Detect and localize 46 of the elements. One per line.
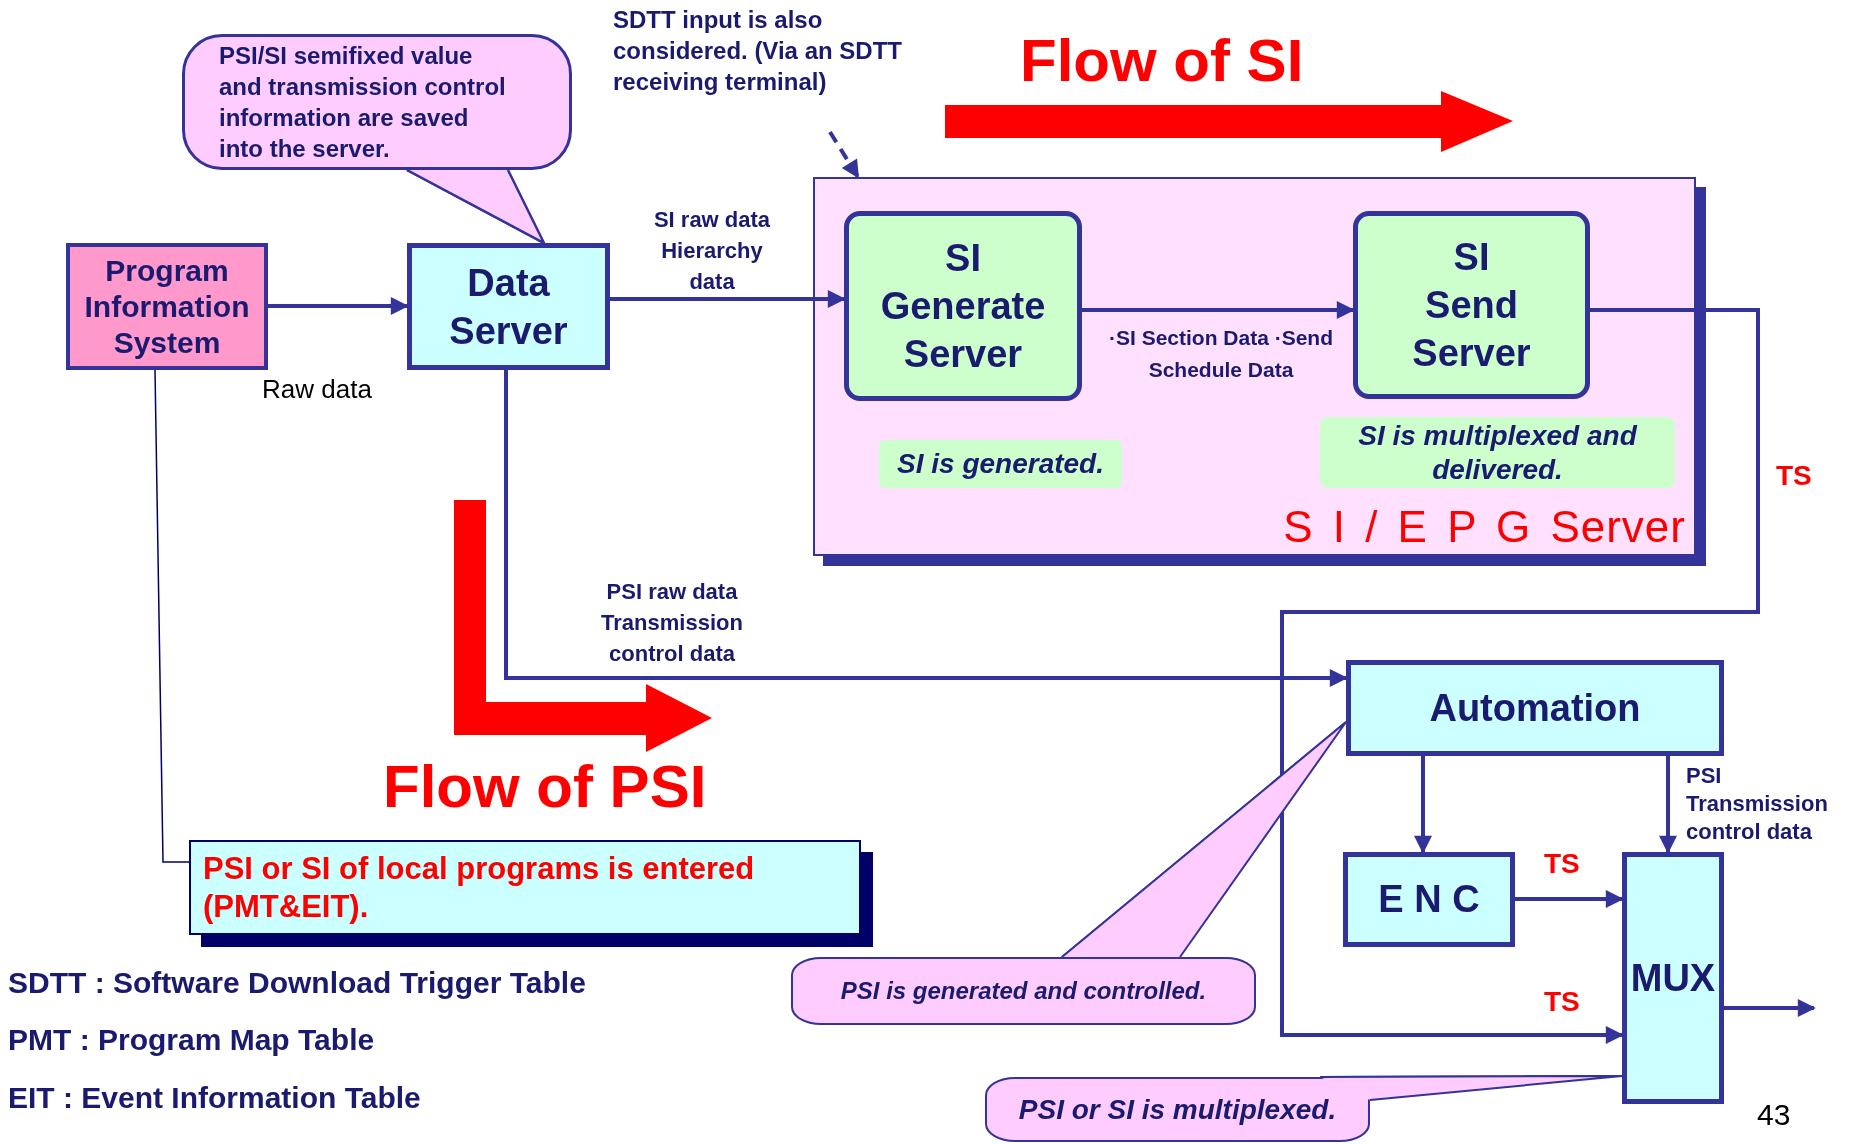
arrow bbox=[1414, 756, 1432, 854]
leader-line bbox=[154, 369, 190, 863]
arrow bbox=[1724, 999, 1816, 1017]
callout-pointer bbox=[1319, 1075, 1623, 1101]
status-tag bbox=[1320, 417, 1675, 488]
callout-bubble bbox=[182, 34, 572, 170]
box-label: E N C bbox=[1378, 878, 1480, 921]
box-label: Data Server bbox=[448, 260, 569, 354]
arrow bbox=[268, 297, 409, 315]
process-box bbox=[1346, 660, 1724, 756]
page-number: 43 bbox=[1757, 1098, 1791, 1132]
arrow bbox=[1082, 301, 1355, 319]
process-box bbox=[66, 243, 268, 370]
heading-text: Flow of SI bbox=[1020, 26, 1304, 95]
box-label: MUX bbox=[1630, 956, 1716, 1000]
box-label: SI is multiplexed and delivered. bbox=[1357, 418, 1639, 487]
process-box bbox=[1343, 852, 1515, 947]
server-box bbox=[844, 211, 1082, 401]
arrow bbox=[610, 290, 846, 308]
box-label: S I / E P G Server bbox=[1283, 502, 1686, 552]
note-text: SDTT input is also considered. (Via an SDTT receiving terminal) bbox=[613, 4, 925, 132]
arrow bbox=[504, 370, 1348, 687]
server-box bbox=[1353, 211, 1590, 399]
arrow bbox=[828, 130, 860, 179]
box-label: Automation bbox=[1429, 686, 1641, 730]
box-label: PSI is generated and controlled. bbox=[840, 977, 1207, 1005]
process-box bbox=[1622, 852, 1724, 1104]
status-tag bbox=[879, 440, 1122, 488]
abbreviation-note: PMT : Program Map Table bbox=[8, 1023, 375, 1057]
arrow bbox=[1659, 756, 1677, 854]
box-label: SI Send Server bbox=[1411, 235, 1532, 376]
arrow bbox=[1280, 308, 1760, 1044]
server-box bbox=[407, 243, 610, 370]
signal-label: TS bbox=[1544, 986, 1580, 1018]
abbreviation-note: EIT : Event Information Table bbox=[8, 1081, 421, 1115]
box-label: PSI/SI semifixed value and transmission control information are saved into the server. bbox=[219, 41, 507, 164]
box-label: SI Generate Server bbox=[879, 236, 1047, 377]
box-label: SI is generated. bbox=[897, 448, 1104, 480]
abbreviation-note: SDTT : Software Download Trigger Table bbox=[8, 966, 586, 1000]
callout-bubble bbox=[985, 1077, 1370, 1142]
heading-text: Flow of PSI bbox=[383, 752, 707, 821]
callout-bubble bbox=[791, 957, 1256, 1025]
box-label: PSI or SI is multiplexed. bbox=[1018, 1093, 1337, 1126]
arrow bbox=[1515, 890, 1624, 908]
box-label: Program Information System bbox=[83, 252, 251, 361]
box-label: PSI or SI of local programs is entered (PMT&EIT). bbox=[203, 849, 756, 926]
